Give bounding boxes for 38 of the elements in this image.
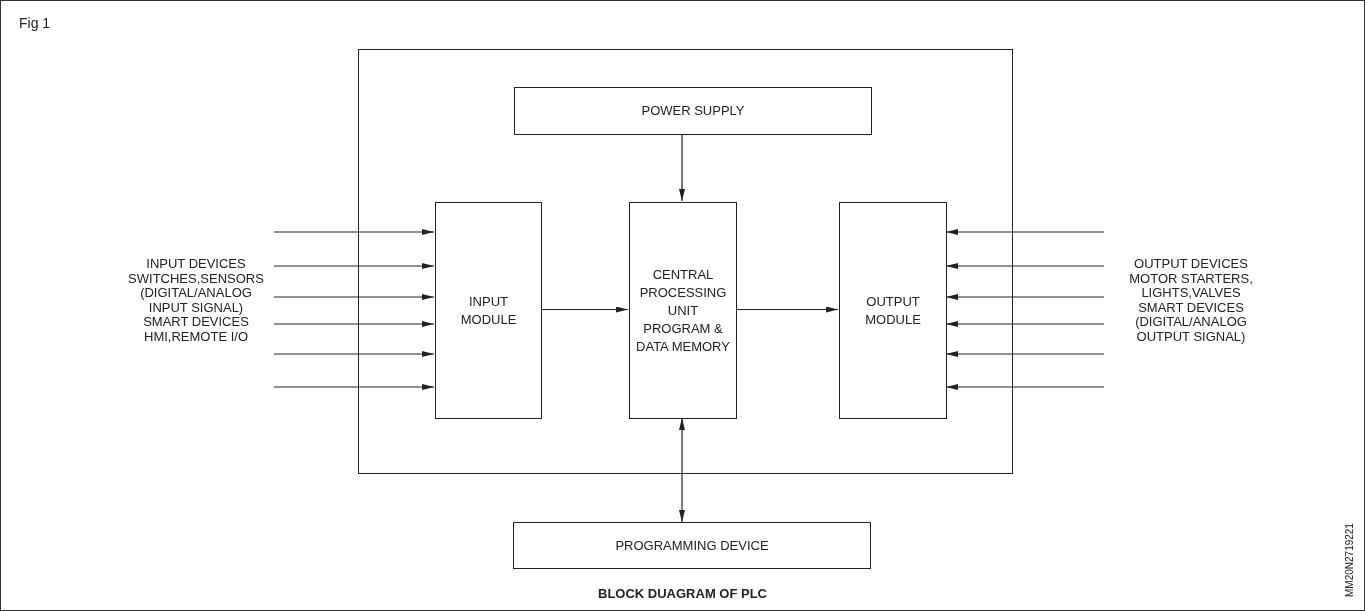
enclosure-box [358, 49, 1013, 474]
device-description: (DIGITAL/ANALOG OUTPUT SIGNAL) [1134, 315, 1248, 344]
arrow [540, 306, 629, 313]
device-description: SMART DEVICES [143, 315, 249, 330]
arrow [679, 417, 685, 523]
device-description: INPUT DEVICES [146, 257, 246, 272]
module-box [629, 202, 737, 419]
module-box [435, 202, 542, 419]
figure-code: MM20N2719221 [1344, 523, 1356, 597]
device-description: OUTPUT DEVICES [1134, 257, 1248, 272]
device-description: SMART DEVICES [1138, 300, 1244, 315]
arrow [945, 321, 1105, 327]
arrow [273, 294, 435, 300]
arrow [735, 306, 839, 313]
arrow [945, 294, 1105, 300]
arrow [945, 229, 1105, 235]
node-label: OUTPUT MODULE [864, 292, 922, 329]
node-label: CENTRAL PROCESSING UNIT PROGRAM & DATA MEMORY [635, 265, 731, 356]
arrow [945, 351, 1105, 357]
module-box [514, 87, 872, 135]
module-box [839, 202, 947, 419]
arrow [945, 384, 1105, 390]
device-description: HMI,REMOTE I/O [144, 329, 248, 344]
node-label: POWER SUPPLY [640, 102, 746, 120]
arrow [273, 351, 435, 357]
arrow [273, 384, 435, 390]
device-box [513, 522, 871, 569]
arrow [679, 133, 685, 202]
node-label: INPUT MODULE [459, 292, 518, 329]
device-description: (DIGITAL/ANALOG INPUT SIGNAL) [139, 286, 253, 315]
arrow [273, 321, 435, 327]
figure-number: Fig 1 [19, 15, 51, 31]
arrow [273, 229, 435, 235]
arrow [945, 263, 1105, 269]
device-description: MOTOR STARTERS, LIGHTS,VALVES [1128, 271, 1254, 301]
node-label: PROGRAMMING DEVICE [614, 536, 770, 555]
device-description: SWITCHES,SENSORS [128, 271, 264, 286]
arrow [273, 263, 435, 269]
